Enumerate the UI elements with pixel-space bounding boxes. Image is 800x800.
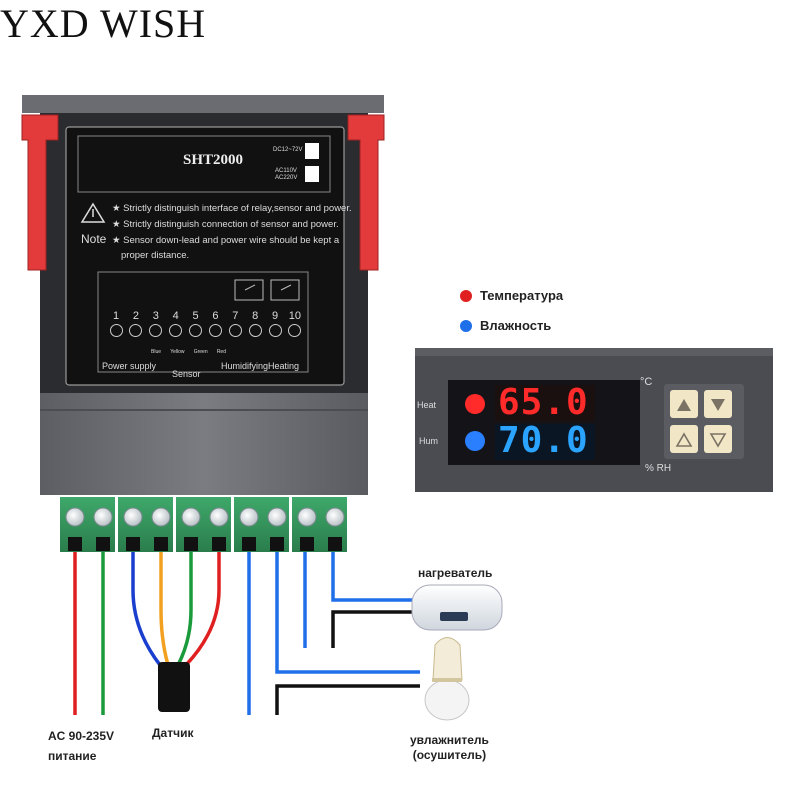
warning-line-1: ★ Strictly distinguish interface of rela… <box>112 203 352 214</box>
legend-temperature-label: Температура <box>480 288 564 303</box>
screw-icon <box>169 324 183 337</box>
terminal-number: 8 <box>252 310 259 322</box>
warning-line-2: ★ Strictly distinguish connection of sen… <box>112 219 339 230</box>
terminal-8: 8 <box>247 310 263 337</box>
wire-color-label: Green <box>193 349 208 355</box>
screw-icon <box>288 324 302 337</box>
terminal-10: 10 <box>287 310 303 337</box>
red-dot-icon <box>460 289 472 302</box>
humidifier-label: увлажнитель (осушитель) <box>410 733 489 762</box>
wire-color-label: Red <box>216 349 226 355</box>
humidity-readout: 70.0 <box>498 420 589 461</box>
terminal-number: 1 <box>112 310 120 322</box>
device-housing <box>21 95 385 495</box>
warning-line-4: proper distance. <box>121 250 190 261</box>
terminal-4: 4 <box>168 310 184 337</box>
blue-dot-icon <box>460 319 472 332</box>
unit-rh: % RH <box>645 463 672 474</box>
power-option-ac: AC110V AC220V <box>275 168 298 181</box>
screw-icon <box>228 324 242 337</box>
legend-temperature: Температура <box>460 288 563 303</box>
screw-icon <box>208 324 222 337</box>
heat-label: Heat <box>417 400 437 410</box>
power-option-dc: DC12~72V <box>273 147 303 153</box>
screw-icon <box>268 324 282 337</box>
brand-logo-text: YXD WISH <box>0 1 207 46</box>
terminal-number: 5 <box>192 310 199 322</box>
terminal-5: 5 <box>188 310 204 337</box>
terminal-3: 3 <box>148 310 164 337</box>
screw-icon <box>129 324 143 337</box>
terminal-7: 7 <box>227 310 243 337</box>
heater-label: нагреватель <box>418 566 493 580</box>
wire-color-label: Yellow <box>170 349 185 355</box>
note-label: Note <box>81 232 107 246</box>
screw-icon <box>149 324 163 337</box>
label-heating: Heating <box>268 361 300 371</box>
terminal-blocks <box>60 497 347 552</box>
legend-humidity: Влажность <box>460 318 551 333</box>
wires <box>73 552 420 715</box>
terminal-number: 10 <box>288 310 301 322</box>
label-humidifying: Humidifying <box>221 361 269 371</box>
terminal-1: 1 <box>108 310 124 337</box>
controller-unit <box>415 348 773 492</box>
wire-color-label: Blue <box>151 349 162 355</box>
screw-icon <box>248 324 262 337</box>
terminal-number: 3 <box>152 310 159 322</box>
model-label: SHT2000 <box>183 152 244 168</box>
humidifier-icon <box>424 637 470 721</box>
terminal-number: 6 <box>212 310 219 322</box>
terminal-2: 2 <box>128 310 144 337</box>
terminal-number: 7 <box>232 310 239 322</box>
hum-label: Hum <box>419 436 439 446</box>
screw-icon <box>109 324 123 337</box>
heater-icon <box>411 584 503 631</box>
warning-line-3: ★ Sensor down-lead and power wire should… <box>112 235 340 246</box>
sensor-wire-colors: Blue Yellow Green Red <box>151 349 226 355</box>
terminal-number: 4 <box>172 310 179 322</box>
label-power-supply: Power supply <box>102 361 157 371</box>
label-sensor-group: Sensor <box>172 369 201 379</box>
power-label: AC 90-235V питание <box>48 729 115 763</box>
sensor-cable <box>158 662 190 712</box>
unit-celsius: °C <box>640 376 653 388</box>
sensor-label: Датчик <box>152 726 194 740</box>
terminal-number: 9 <box>271 310 279 322</box>
terminal-6: 6 <box>207 310 223 337</box>
temperature-readout: 65.0 <box>498 382 589 423</box>
terminal-number: 2 <box>132 310 139 322</box>
screw-icon <box>189 324 202 337</box>
legend-humidity-label: Влажность <box>480 318 552 333</box>
terminal-9: 9 <box>267 310 283 337</box>
